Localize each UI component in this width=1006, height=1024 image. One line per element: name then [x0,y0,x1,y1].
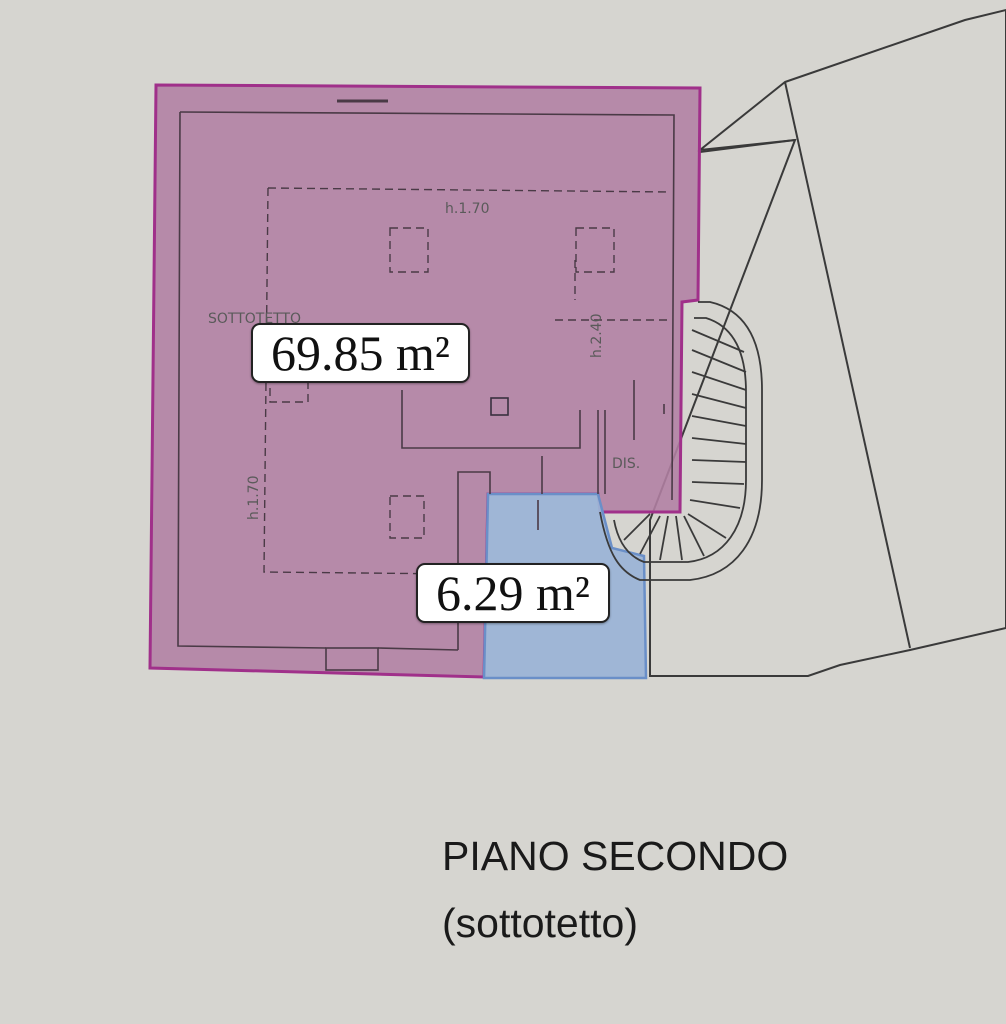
adjacent-building [649,8,1006,677]
dis-label: DIS. [612,456,640,472]
spiral-staircase [599,301,763,581]
fixtures [490,397,509,416]
main-area-label: 69.85 m² [251,323,470,383]
small-area-label: 6.29 m² [416,563,610,623]
floor-title: PIANO SECONDO [442,833,789,879]
height-label-left: h.1.70 [246,476,262,521]
plan-lines [177,99,675,671]
height-label-mid: h.2.40 [589,314,605,359]
floor-subtitle: (sottotetto) [442,900,638,946]
height-label-top: h.1.70 [445,201,490,217]
dashed-lines [263,187,672,575]
